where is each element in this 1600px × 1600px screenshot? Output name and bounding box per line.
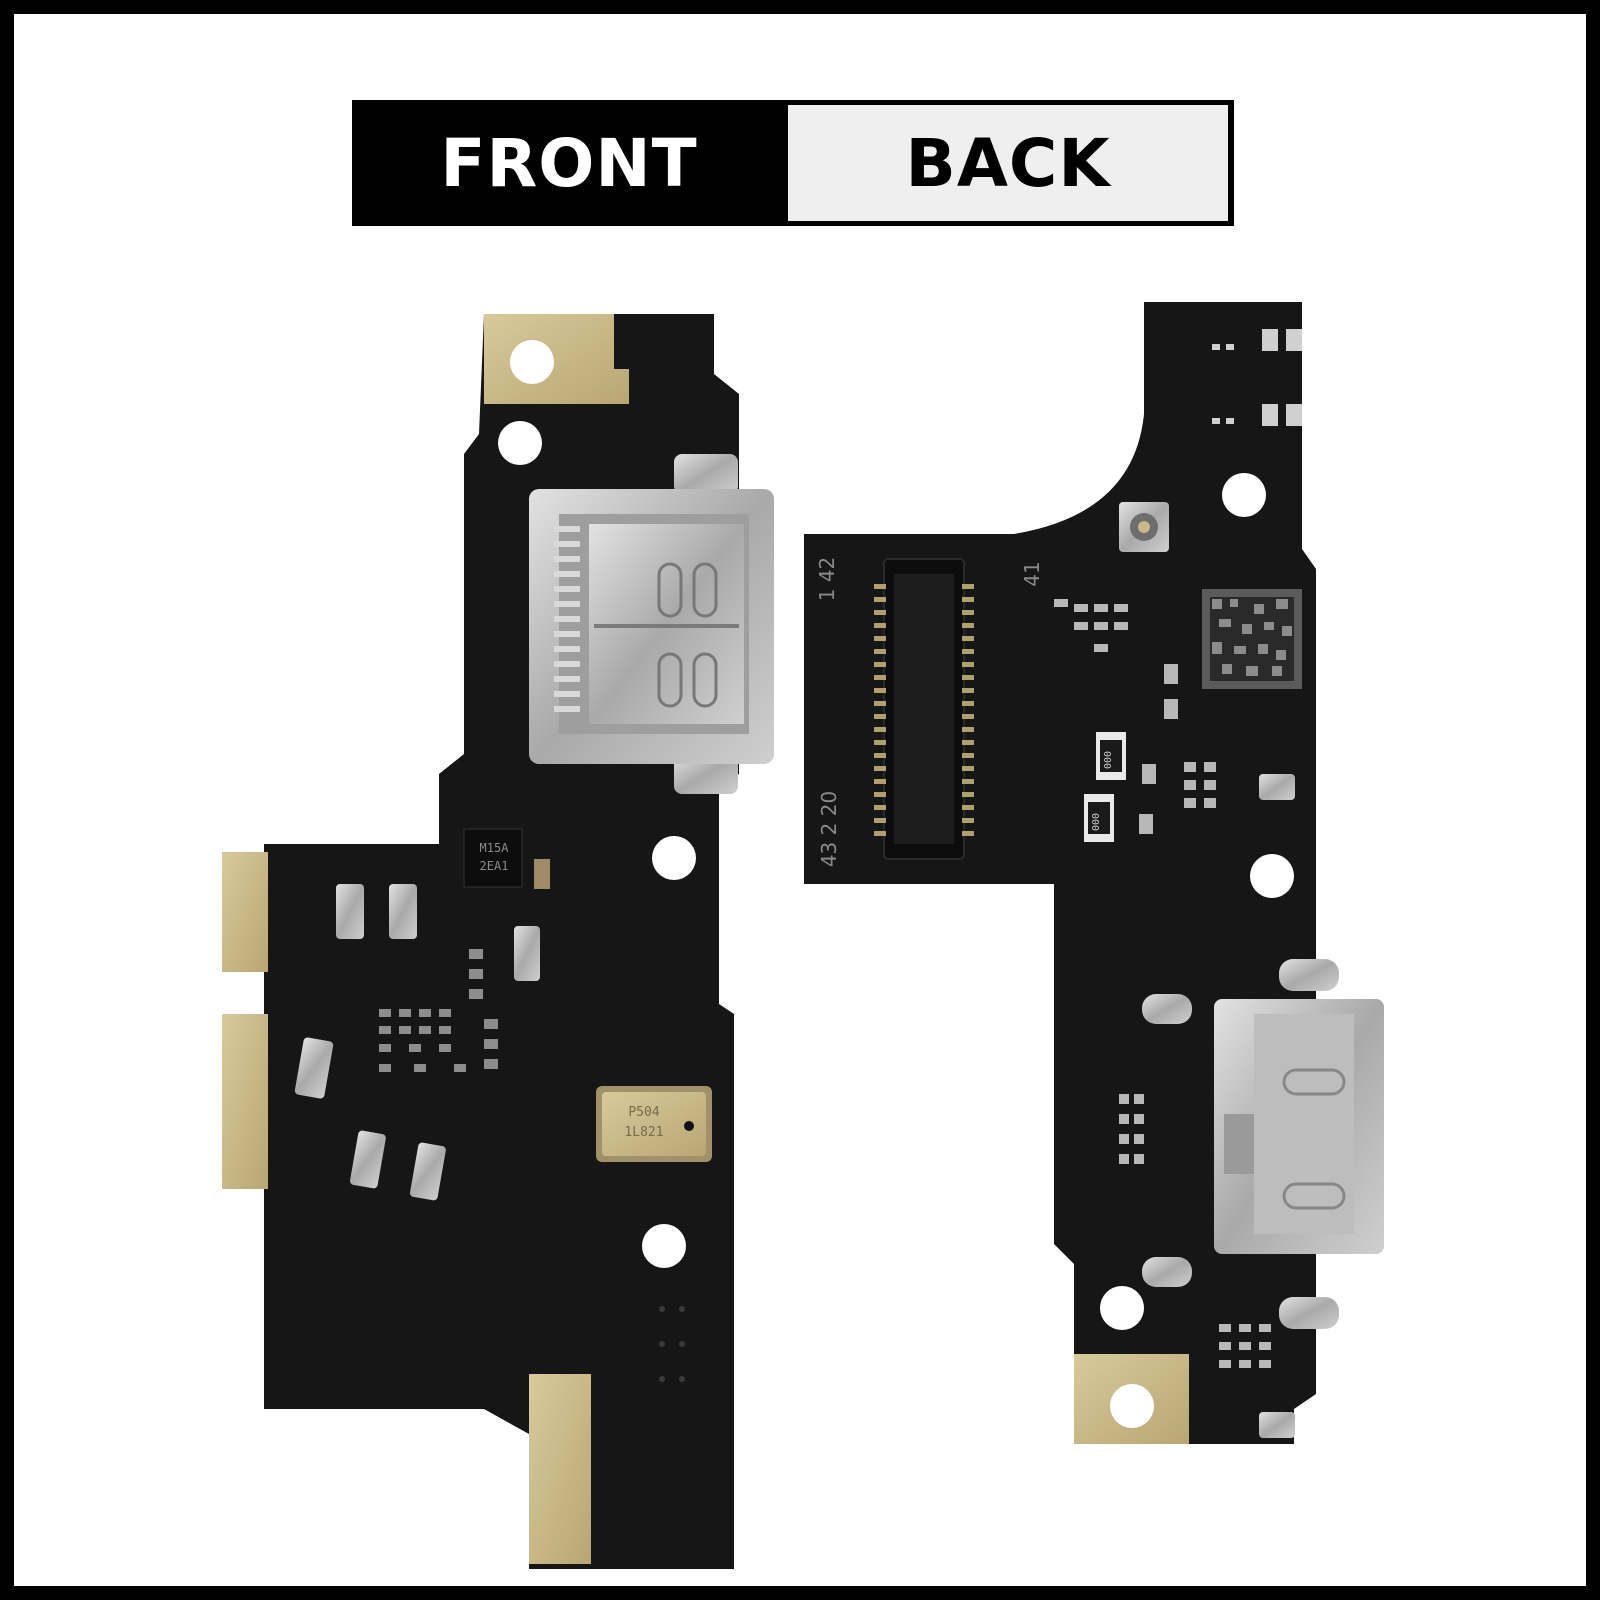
charging-board-photo: M15A 2EA1 xyxy=(222,302,1384,1569)
front-microphone: P504 1L821 xyxy=(596,1086,712,1162)
back-resistor-2: 000 xyxy=(1084,794,1114,842)
photo-canvas: FRONT BACK xyxy=(14,14,1586,1586)
front-mount-tab xyxy=(484,314,629,404)
back-qr-code xyxy=(1202,589,1302,689)
svg-text:000: 000 xyxy=(1091,813,1102,831)
back-pcb xyxy=(804,302,1316,1444)
front-contact-3 xyxy=(529,1374,591,1564)
back-label: BACK xyxy=(788,105,1228,221)
front-board: M15A 2EA1 xyxy=(222,314,774,1569)
pin-label-2: 43 2 20 xyxy=(817,791,841,867)
front-contact-2 xyxy=(222,1014,268,1189)
mic-marking-1: P504 xyxy=(628,1105,659,1120)
back-resistor-1: 000 xyxy=(1096,732,1126,780)
front-ic-chip: M15A 2EA1 xyxy=(463,828,523,888)
svg-text:000: 000 xyxy=(1103,751,1114,769)
back-top-pads xyxy=(1212,329,1302,426)
back-board: 1 42 41 43 2 20 xyxy=(804,302,1384,1444)
chip-marking-1: M15A xyxy=(480,841,510,855)
back-antenna-connector xyxy=(1119,502,1169,552)
view-label-bar: FRONT BACK xyxy=(352,100,1234,226)
front-usb-pins xyxy=(554,526,580,712)
front-mount-hole xyxy=(510,340,554,384)
front-contact-1 xyxy=(222,852,268,972)
pin-label-42: 1 42 xyxy=(815,557,839,602)
back-pad-right xyxy=(1259,774,1295,800)
chip-marking-2: 2EA1 xyxy=(480,859,509,873)
mic-marking-2: 1L821 xyxy=(624,1125,663,1140)
front-vias xyxy=(659,1306,685,1382)
front-label: FRONT xyxy=(440,124,698,202)
pin-label-41: 41 xyxy=(1020,561,1044,586)
front-passives xyxy=(379,949,498,1072)
back-passives xyxy=(1054,599,1271,1368)
front-hole-2 xyxy=(652,836,696,880)
front-hole-1 xyxy=(498,421,542,465)
front-smd-pads xyxy=(294,859,550,1201)
back-hole-1 xyxy=(1222,473,1266,517)
back-hole-3 xyxy=(1100,1286,1144,1330)
front-usb-c-port xyxy=(529,454,774,794)
back-mount-hole xyxy=(1110,1384,1154,1428)
back-pad-bottom xyxy=(1259,1412,1295,1438)
front-hole-3 xyxy=(642,1224,686,1268)
back-usb-c-port xyxy=(1142,959,1384,1329)
back-hole-2 xyxy=(1250,854,1294,898)
back-btb-connector xyxy=(874,558,974,860)
